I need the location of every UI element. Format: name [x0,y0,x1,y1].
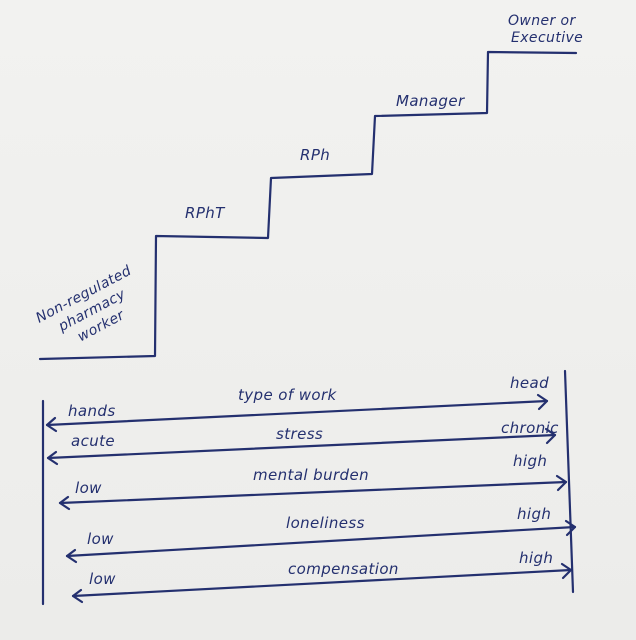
scale-middle-label: loneliness [286,514,365,532]
double-arrow-line [46,433,557,460]
right-arrowhead-icon [560,562,573,580]
scale-row-mental-burden: low mental burden high [58,452,568,511]
double-arrow-line [71,568,573,598]
scale-middle-label: compensation [288,560,399,578]
right-scale-boundary-line [563,369,575,594]
scale-row-compensation: low compensation high [71,549,573,604]
left-arrowhead-icon [46,450,59,466]
right-arrowhead-icon [536,393,549,411]
step-label-manager: Manager [396,92,465,110]
left-arrowhead-icon [65,548,78,564]
scale-left-label: hands [68,402,116,420]
left-arrowhead-icon [58,495,71,511]
staircase-labels: Non-regulated pharmacy worker RPhT RPh M… [33,13,583,358]
scale-right-label: head [510,374,549,392]
right-arrowhead-icon [564,519,577,537]
scale-middle-label: stress [276,425,323,443]
scale-left-label: low [89,570,116,588]
right-arrowhead-icon [555,474,568,492]
scale-middle-label: mental burden [253,466,369,484]
scale-row-type-of-work: hands type of work head [45,374,549,433]
scale-middle-label: type of work [238,386,338,404]
career-staircase-line [38,50,578,361]
double-arrow-line [58,480,568,505]
scale-right-label: high [517,505,551,523]
scale-row-stress: acute stress chronic [46,419,559,466]
scale-row-loneliness: low loneliness high [65,505,577,564]
scale-left-label: low [75,479,102,497]
double-arrow-line [45,399,549,427]
step-label-non-regulated-pharmacy-worker: Non-regulated pharmacy worker [33,260,155,358]
left-arrowhead-icon [45,416,58,433]
scale-right-label: high [519,549,553,567]
right-arrowhead-icon [544,427,557,445]
step-label-owner-executive-line-1: Owner or [508,13,577,29]
step-label-rpht: RPhT [185,204,226,222]
scale-left-label: low [87,530,114,548]
scale-right-label: high [513,452,547,470]
left-arrowhead-icon [71,588,84,604]
step-label-owner-executive-line-2: Executive [511,30,583,46]
scale-left-label: acute [71,432,115,450]
scale-right-label: chronic [501,419,559,437]
double-arrow-line [65,525,577,558]
step-label-rph: RPh [300,146,330,164]
